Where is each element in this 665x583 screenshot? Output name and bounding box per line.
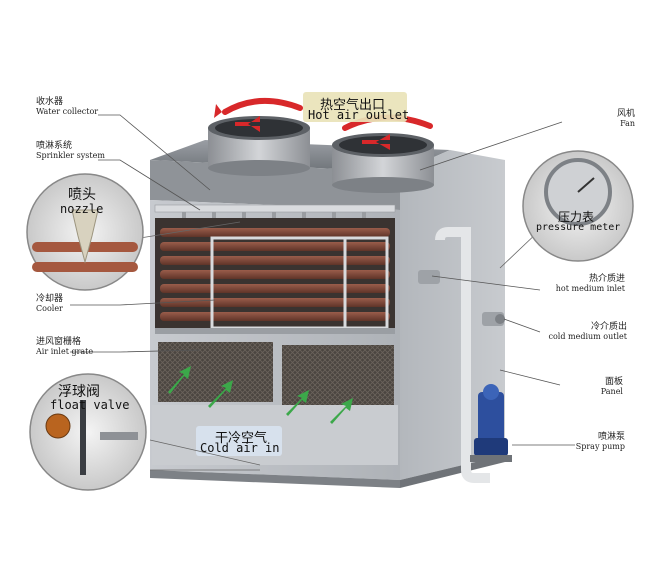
coil-grate xyxy=(155,328,395,334)
cold-arrow-2 xyxy=(208,380,233,408)
pressure-meter-label-en: pressure meter xyxy=(536,222,621,233)
float-valve-callout xyxy=(29,373,261,491)
pressure-meter-label-cn: 压力表 xyxy=(558,210,595,224)
pressure-meter-callout xyxy=(499,150,634,269)
cold-air-in-cn: 干冷空气 xyxy=(215,431,268,446)
cold-air-arrows xyxy=(168,366,353,424)
hot-air-outlet-en: Hot air outlet xyxy=(308,108,410,122)
hot-swirl-left xyxy=(222,97,303,115)
fan-right xyxy=(332,133,434,193)
nozzle-callout xyxy=(26,173,241,291)
hot-inlet-flange xyxy=(418,270,440,284)
nozzle-icon xyxy=(71,209,99,264)
cooler-coils xyxy=(155,218,395,334)
spray-pump xyxy=(470,384,512,462)
float-ball-icon xyxy=(45,413,71,439)
grille-left xyxy=(158,342,273,402)
cold-air-banner xyxy=(196,426,282,456)
float-valve-label-en: float valve xyxy=(50,398,130,412)
hot-air-outlet-cn: 热空气出口 xyxy=(320,98,386,113)
grille-right xyxy=(282,345,394,407)
float-valve-label-cn: 浮球阀 xyxy=(58,384,100,400)
base xyxy=(150,470,400,488)
base-side xyxy=(400,455,505,488)
hot-air-banner xyxy=(303,92,407,122)
cold-air-in-en: Cold air in xyxy=(200,441,280,455)
cold-arrow-1 xyxy=(168,366,191,394)
fan-left xyxy=(208,116,310,176)
side-pipes xyxy=(418,227,505,483)
cold-arrow-4 xyxy=(330,398,353,424)
leader-lines xyxy=(70,114,575,446)
nozzle-label-cn: 喷头 xyxy=(68,187,96,203)
cold-arrow-3 xyxy=(286,390,309,416)
coil-rows xyxy=(160,228,390,321)
riser-pipe xyxy=(461,240,490,483)
nozzle-label-en: nozzle xyxy=(60,202,104,216)
sprinkler-pipe xyxy=(154,204,396,218)
